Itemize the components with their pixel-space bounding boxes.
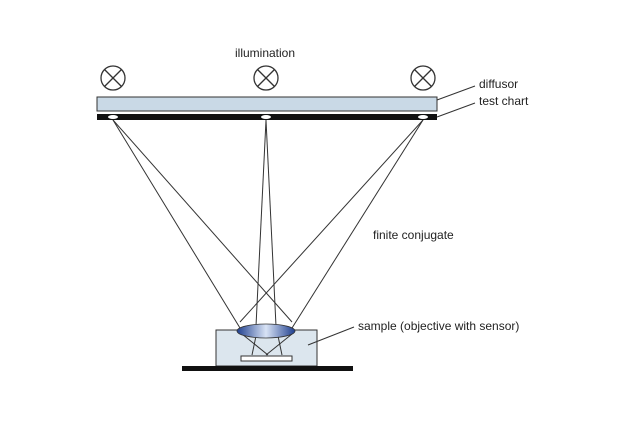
diffusor-plate (96, 96, 438, 112)
test-chart-leader-line (436, 102, 476, 118)
diffusor-leader-line (436, 85, 476, 101)
finite-conjugate-label: finite conjugate (373, 228, 454, 242)
chart-aperture-right (418, 115, 428, 119)
chart-aperture-center (261, 115, 271, 119)
lamp-center-icon (253, 65, 279, 91)
image-sensor (240, 355, 293, 362)
light-rays (112, 119, 424, 329)
illumination-label: illumination (235, 46, 295, 60)
test-chart-label: test chart (479, 94, 529, 108)
lamp-right-icon (410, 65, 436, 91)
lamp-left-icon (100, 65, 126, 91)
sample-leader-line (307, 326, 355, 346)
objective-lens (236, 323, 296, 339)
diffusor-label: diffusor (479, 77, 518, 91)
base-plate (182, 366, 353, 371)
converging-rays (241, 333, 293, 356)
sample-label: sample (objective with sensor) (358, 319, 519, 333)
chart-aperture-left (108, 115, 118, 119)
